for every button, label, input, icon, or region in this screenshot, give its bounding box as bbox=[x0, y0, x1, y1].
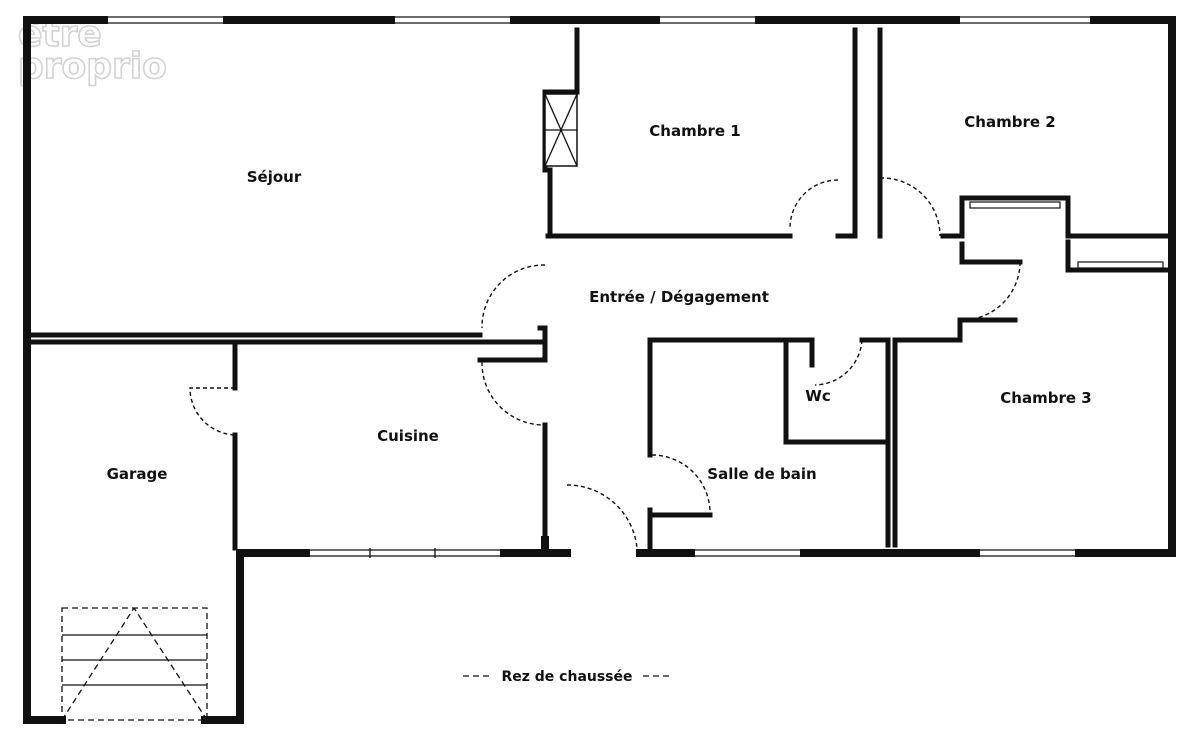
windows bbox=[108, 15, 1090, 558]
room-labels: Séjour Chambre 1 Chambre 2 Entrée / Déga… bbox=[107, 113, 1092, 483]
label-garage: Garage bbox=[107, 465, 168, 483]
label-entree-degagement: Entrée / Dégagement bbox=[589, 288, 769, 306]
label-cuisine: Cuisine bbox=[377, 427, 439, 445]
label-chambre-3: Chambre 3 bbox=[1000, 389, 1091, 407]
label-wc: Wc bbox=[805, 387, 830, 405]
label-salle-de-bain: Salle de bain bbox=[707, 465, 816, 483]
label-chambre-1: Chambre 1 bbox=[649, 122, 740, 140]
door-swings bbox=[189, 177, 1021, 549]
label-sejour: Séjour bbox=[247, 168, 302, 186]
interior-walls bbox=[27, 27, 1173, 551]
plan-caption: Rez de chaussée bbox=[463, 669, 671, 685]
label-chambre-2: Chambre 2 bbox=[964, 113, 1055, 131]
garage-ramp bbox=[61, 607, 208, 721]
caption-text: Rez de chaussée bbox=[501, 669, 632, 685]
svg-text:proprio: proprio bbox=[18, 46, 167, 87]
